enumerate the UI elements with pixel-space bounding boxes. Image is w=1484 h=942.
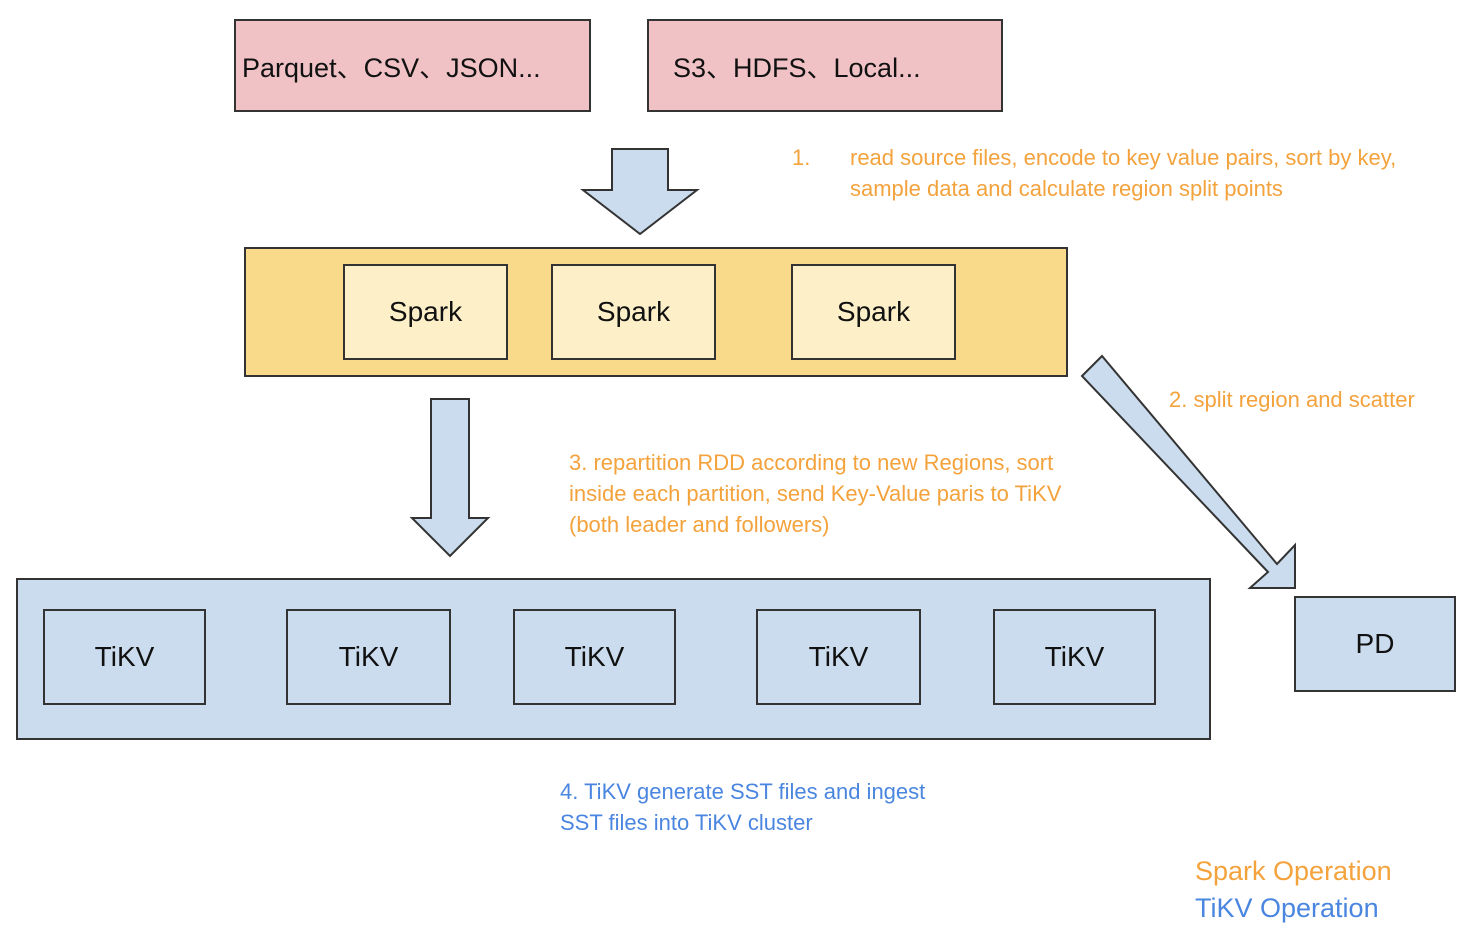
source-storages-box: S3、HDFS、Local...: [647, 19, 1003, 112]
spark-node: Spark: [791, 264, 956, 360]
source-storages-label: S3、HDFS、Local...: [673, 53, 921, 83]
step4-note: 4. TiKV generate SST files and ingest SS…: [560, 779, 926, 835]
pd-box: PD: [1294, 596, 1456, 692]
tikv-node: TiKV: [756, 609, 921, 705]
spark-node: Spark: [343, 264, 508, 360]
legend-spark-operation: Spark Operation: [1195, 856, 1392, 886]
source-formats-label: Parquet、CSV、JSON...: [242, 53, 541, 83]
tikv-node-label: TiKV: [564, 641, 625, 672]
spark-node: Spark: [551, 264, 716, 360]
spark-node-label: Spark: [388, 296, 463, 327]
tikv-node-label: TiKV: [808, 641, 869, 672]
spark-node-label: Spark: [596, 296, 671, 327]
arrow-send-down: [409, 398, 491, 558]
tikv-node: TiKV: [43, 609, 206, 705]
arrow-split-pd: [1080, 354, 1296, 589]
step1-note: read source files, encode to key value p…: [850, 145, 1397, 201]
arrow-read-down: [580, 148, 700, 236]
source-formats-box: Parquet、CSV、JSON...: [234, 19, 591, 112]
tikv-node-label: TiKV: [338, 641, 399, 672]
spark-node-label: Spark: [836, 296, 911, 327]
pd-label: PD: [1355, 628, 1395, 659]
tikv-node: TiKV: [993, 609, 1156, 705]
legend: Spark Operation TiKV Operation: [1195, 853, 1392, 927]
tikv-node: TiKV: [513, 609, 676, 705]
tikv-node-label: TiKV: [94, 641, 155, 672]
step3-note: 3. repartition RDD according to new Regi…: [569, 450, 1062, 537]
legend-tikv-operation: TiKV Operation: [1195, 893, 1379, 923]
tikv-node: TiKV: [286, 609, 451, 705]
step1-number: 1.: [792, 145, 811, 170]
tikv-node-label: TiKV: [1044, 641, 1105, 672]
step2-note: 2. split region and scatter: [1169, 387, 1415, 412]
